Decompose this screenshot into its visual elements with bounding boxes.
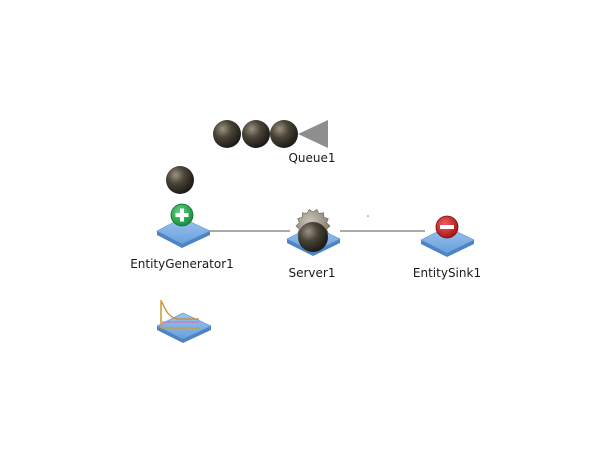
generated-entity <box>166 166 194 194</box>
graph-pad <box>156 312 212 340</box>
queue-entity <box>213 120 241 148</box>
graph-pad-side <box>157 326 211 343</box>
entity-generator-node[interactable] <box>156 166 211 248</box>
queue-entity <box>270 120 298 148</box>
queue-node[interactable] <box>213 120 328 148</box>
entity-generator-label: EntityGenerator1 <box>130 257 234 271</box>
triangle-arrow-icon <box>298 120 328 148</box>
time-series-graph-icon <box>160 300 200 329</box>
sink-pad-side <box>421 240 474 257</box>
queue-entity <box>242 120 270 148</box>
plus-icon <box>170 203 194 227</box>
entity-sink-label: EntitySink1 <box>412 266 482 280</box>
canvas-dot <box>367 215 369 217</box>
server-label: Server1 <box>288 266 336 280</box>
queue-label: Queue1 <box>288 151 336 165</box>
server-node[interactable] <box>286 208 341 256</box>
graph-node[interactable] <box>156 300 212 343</box>
entity-sink-node[interactable] <box>420 215 475 257</box>
minus-icon <box>435 215 459 239</box>
server-entity <box>298 222 328 252</box>
generator-pad-side <box>157 231 210 248</box>
server-pad-side <box>287 239 340 256</box>
